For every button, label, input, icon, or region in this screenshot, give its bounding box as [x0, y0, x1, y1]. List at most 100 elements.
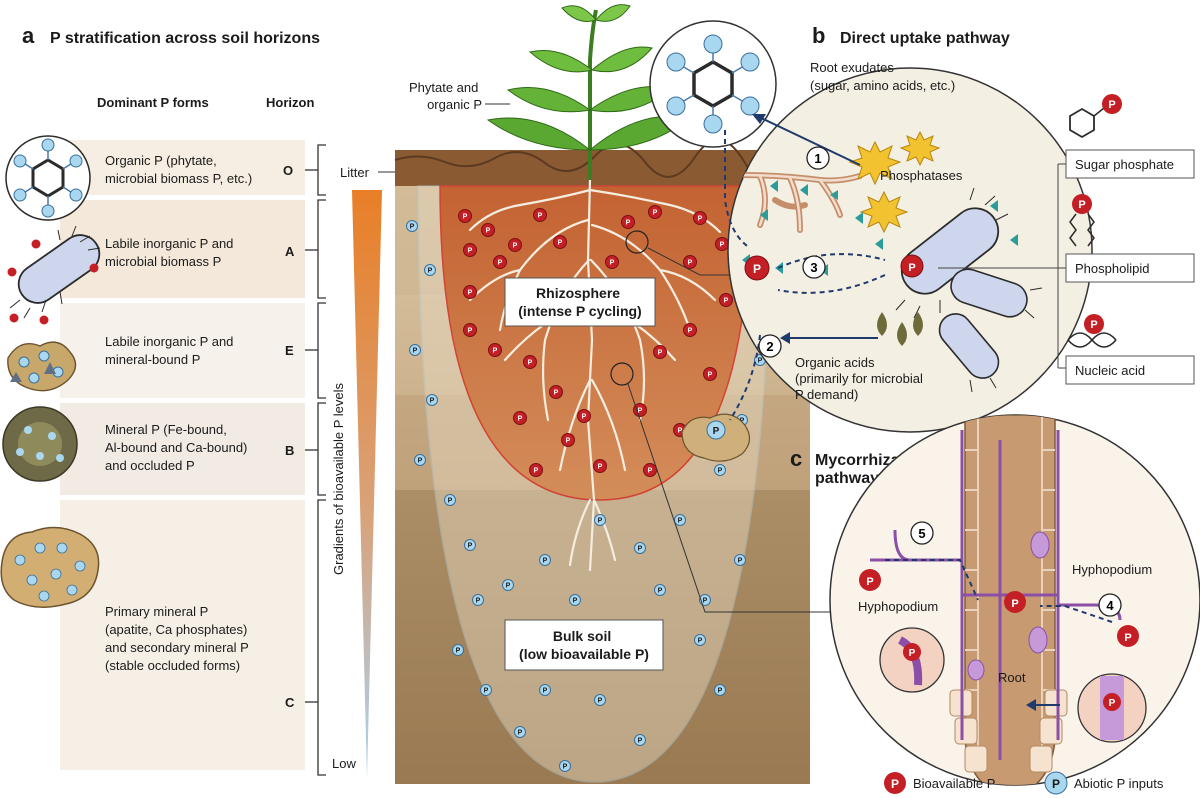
red-p-dot-symbol: P	[688, 260, 693, 267]
horizon-b: B	[285, 443, 294, 458]
bioavailable-p-c1: P	[859, 569, 881, 591]
dna-helix-icon: P	[1067, 314, 1117, 348]
red-p-dot	[533, 208, 547, 222]
blue-p-dot	[452, 644, 464, 656]
red-p-dot-symbol: P	[610, 260, 615, 267]
red-p-dot-symbol: P	[688, 328, 693, 335]
phospholipid-box	[1065, 253, 1195, 283]
bulk-soil-box	[504, 619, 664, 671]
rhizosphere-line1: Rhizosphere	[536, 285, 620, 301]
svg-text:Root exudates (sugar, am: Root exudates (sugar, amino acids, etc.)	[810, 60, 955, 93]
gradient-top-label: Litter	[340, 165, 370, 180]
horizon-brackets	[305, 144, 326, 776]
exudates-line2: (sugar, amino acids, etc.)	[810, 78, 955, 93]
step-3-badge: 3	[802, 255, 826, 279]
blue-p-dot-symbol: P	[468, 543, 473, 550]
red-p-dot-symbol: P	[486, 228, 491, 235]
bacterial-flagella	[895, 187, 1043, 393]
blue-p-dot	[539, 554, 551, 566]
bacterium-2	[950, 268, 1028, 318]
blue-p-dot	[409, 344, 421, 356]
gradient-label: Gradients of bioavailable P levels	[331, 383, 346, 575]
blue-p-dot	[674, 514, 686, 526]
side-bracket	[938, 163, 1066, 369]
phytate-line1: Phytate and	[409, 80, 478, 95]
step-5-badge: 5	[910, 521, 934, 545]
blue-p-dot-symbol: P	[563, 764, 568, 771]
blue-p-dot	[714, 684, 726, 696]
svg-text:Rhizosphere (intense P c: Rhizosphere (intense P cycling)	[518, 285, 641, 319]
svg-text:P: P	[1090, 319, 1097, 331]
panel-b: b Direct uptake pathway	[724, 23, 1195, 433]
row-b-line1: Mineral P (Fe-bound,	[105, 422, 227, 437]
panel-b-title: Direct uptake pathway	[840, 30, 1010, 47]
panel-b-letter: b	[812, 23, 825, 48]
svg-text:Mycorrhizal pathway: Mycorrhizal pathway	[815, 452, 908, 487]
red-p-dot-symbol: P	[554, 390, 559, 397]
panel-c-title-line1: Mycorrhizal	[815, 452, 904, 469]
blue-p-dot-symbol: P	[430, 398, 435, 405]
mycorrhizal-arrows	[885, 559, 1113, 711]
red-p-dot-symbol: P	[468, 248, 473, 255]
gradient-bar	[352, 190, 382, 778]
blue-p-dot	[472, 594, 484, 606]
red-p-dot	[648, 205, 662, 219]
row-b-line2: Al-bound and Ca-bound)	[105, 440, 247, 455]
red-p-dot-symbol: P	[493, 348, 498, 355]
zoom-marker-b	[625, 230, 649, 254]
panel-c-title-line2: pathway	[815, 470, 879, 487]
blue-p-dot	[569, 594, 581, 606]
blue-p-dot-symbol: P	[740, 418, 745, 425]
hyphopodium-left-label: Hyphopodium	[858, 599, 938, 614]
legend-bioavailable-swatch	[884, 772, 906, 794]
blue-p-dot-symbol: P	[418, 458, 423, 465]
red-p-dot	[605, 255, 619, 269]
row-c-line1: Primary mineral P	[105, 604, 208, 619]
rhizosphere-line2: (intense P cycling)	[518, 303, 641, 319]
red-p-dot	[549, 385, 563, 399]
svg-text:Phytate and organic P: Phytate and organic P	[409, 80, 482, 112]
red-p-dot	[643, 463, 657, 477]
row-e-line2: mineral-bound P	[105, 352, 200, 367]
blue-p-dot-symbol: P	[456, 648, 461, 655]
row-band-e	[60, 303, 305, 398]
horizon-e: E	[285, 343, 294, 358]
blue-p-dot-symbol: P	[448, 498, 453, 505]
row-a-line2: microbial biomass P	[105, 254, 221, 269]
red-p-dot	[561, 433, 575, 447]
red-p-dot-symbol: P	[468, 290, 473, 297]
phosphatase-burst-3	[859, 190, 909, 234]
red-p-dot	[683, 323, 697, 337]
bioavailable-p-b2: P	[900, 254, 924, 278]
row-c-line2: (apatite, Ca phosphates)	[105, 622, 247, 637]
organic-acid-drops	[877, 312, 923, 346]
blue-p-dot-symbol: P	[543, 558, 548, 565]
nucleic-acid-box	[1065, 355, 1195, 385]
organic-acids-line1: Organic acids	[795, 355, 875, 370]
panel-c: c Mycorrhizal pathway	[790, 414, 1200, 786]
panel-a: a P stratification across soil horizons …	[0, 23, 400, 778]
bioavailable-p-c3: P	[1117, 625, 1139, 647]
red-p-dot-symbol: P	[698, 216, 703, 223]
row-a-line1: Labile inorganic P and	[105, 236, 233, 251]
rhizosphere-box	[504, 277, 656, 327]
blue-p-dot-symbol: P	[428, 268, 433, 275]
phosphatases-label: Phosphatases	[880, 168, 963, 183]
benzene-phosphate-icon: P	[1069, 94, 1122, 139]
red-p-dot	[513, 411, 527, 425]
phospholipid-label: Phospholipid	[1075, 261, 1149, 276]
blue-p-dot	[634, 734, 646, 746]
red-p-dot	[621, 215, 635, 229]
red-p-dot	[458, 209, 472, 223]
blue-p-dot-symbol: P	[506, 583, 511, 590]
svg-text:Labile inorganic P and m: Labile inorganic P and microbial biomass…	[105, 236, 237, 269]
blue-p-dot-symbol: P	[718, 468, 723, 475]
magnified-callout-right: P	[1077, 673, 1147, 743]
red-p-dot-symbol: P	[598, 464, 603, 471]
legend: P Bioavailable P P Abiotic P inputs	[884, 771, 1164, 795]
row-b-line3: and occluded P	[105, 458, 195, 473]
connector-c	[627, 383, 840, 613]
magnified-callout-left: P	[879, 627, 945, 693]
phospholipid-icon: P	[1069, 194, 1095, 247]
zoom-marker-c	[610, 362, 634, 386]
